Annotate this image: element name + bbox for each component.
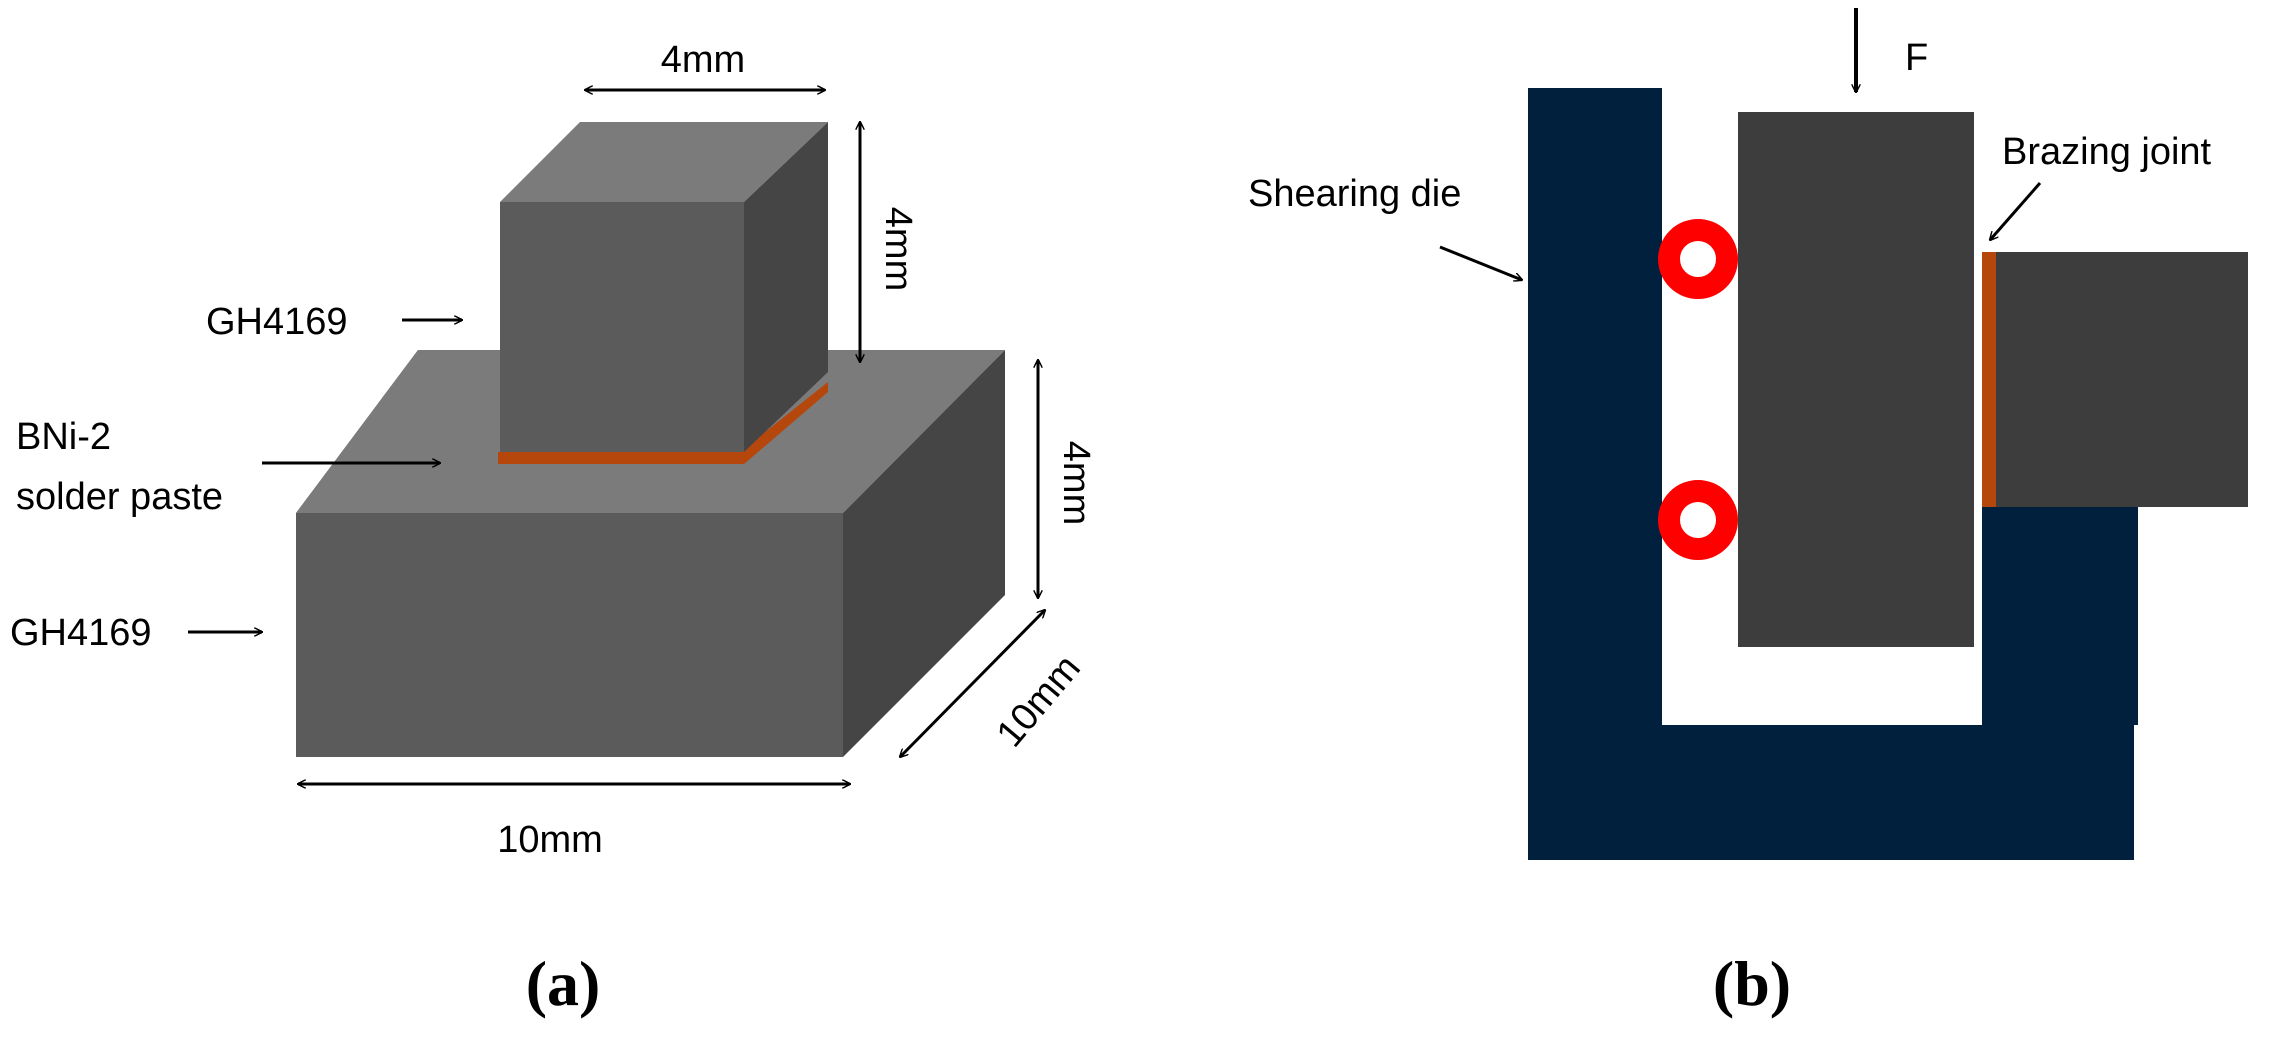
panel-a: 4mm 4mm 4mm 10mm 10mm GH4169 BNi-2 solde…: [10, 39, 1097, 1019]
dim-arrow-base-depth: [900, 610, 1045, 757]
label-solder-line1: BNi-2: [16, 416, 111, 458]
label-shearing-die: Shearing die: [1248, 173, 1461, 215]
dim-label-top-width: 4mm: [661, 39, 745, 81]
pointer-brazing-joint: [1990, 182, 2042, 240]
shearing-die: [1528, 88, 2138, 860]
label-force: F: [1905, 37, 1928, 79]
contact-marker-ring-lower: [1658, 480, 1738, 560]
panel-b-arrows: [1439, 8, 2042, 280]
upper-top-face: [500, 122, 828, 202]
upper-block: [500, 122, 828, 452]
base-front-face: [296, 513, 843, 757]
dimension-arrows: [298, 90, 1045, 784]
upper-front-face: [500, 202, 744, 452]
caption-b: (b): [1713, 948, 1791, 1019]
upper-specimen-block: [1738, 112, 1974, 647]
brazing-joint-layer: [1982, 252, 1996, 507]
dim-label-base-depth: 10mm: [989, 647, 1089, 755]
dim-label-top-height: 4mm: [877, 207, 919, 291]
panel-b: F Shearing die Brazing joint (b): [1248, 8, 2248, 1019]
pointer-arrows: [188, 320, 462, 632]
label-solder-line2: solder paste: [16, 476, 223, 518]
lower-specimen-block: [1996, 252, 2248, 507]
base-side-face: [843, 350, 1005, 757]
label-upper-block: GH4169: [206, 301, 348, 343]
dim-label-base-height: 4mm: [1055, 441, 1097, 525]
label-lower-block: GH4169: [10, 612, 152, 654]
dim-label-base-width: 10mm: [497, 819, 603, 861]
contact-marker-ring-upper: [1658, 219, 1738, 299]
pointer-shearing-die: [1439, 245, 1522, 280]
caption-a: (a): [526, 948, 601, 1019]
solder-paste-layer: [498, 382, 828, 464]
upper-side-face: [744, 122, 828, 452]
label-brazing-joint: Brazing joint: [2002, 131, 2212, 173]
